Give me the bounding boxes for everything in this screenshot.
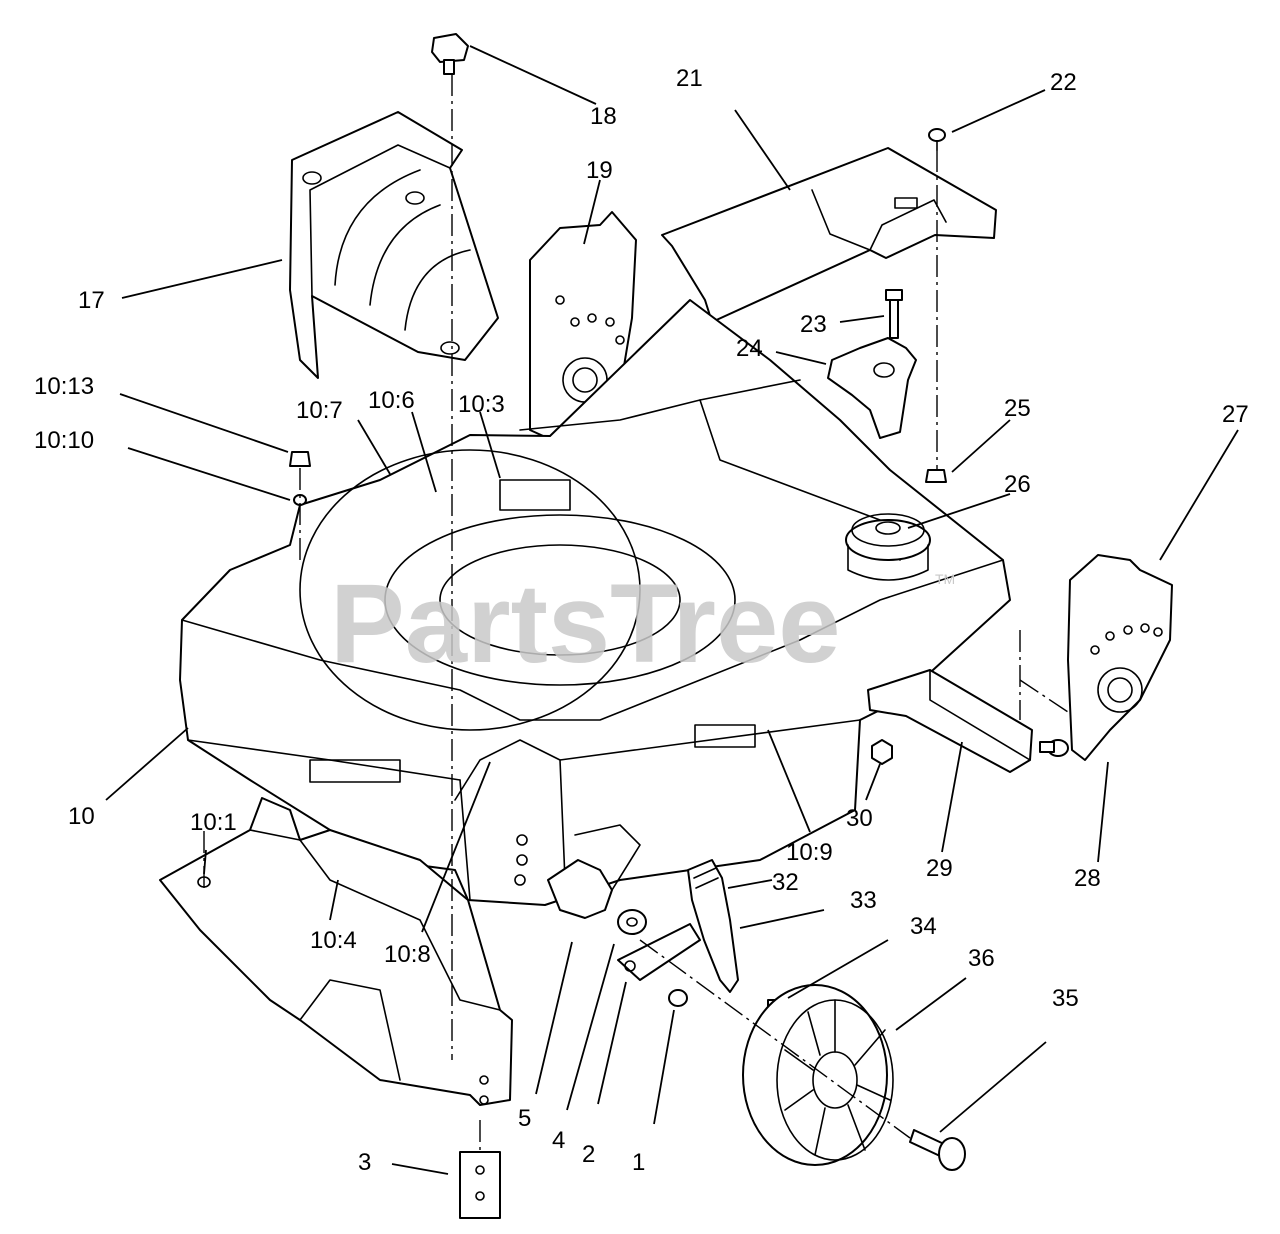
part-17-shield — [289, 111, 499, 379]
part-26-pulley — [845, 513, 931, 581]
callout-5: 5 — [518, 1105, 531, 1132]
part-30-nut — [871, 739, 893, 765]
part-22-bolt — [928, 128, 946, 151]
callout-labels: 18 21 22 19 17 23 24 10:13 10:7 10:6 10:… — [34, 65, 1249, 1176]
callout-24: 24 — [736, 335, 763, 362]
part-18-knob — [431, 33, 469, 75]
callout-34: 34 — [910, 913, 937, 940]
watermark-tm: TM — [935, 571, 955, 587]
callout-3: 3 — [358, 1149, 371, 1176]
part-23-bolt — [885, 289, 903, 339]
part-10-13-nut — [289, 451, 311, 467]
callout-29: 29 — [926, 855, 953, 882]
part-10-deck — [179, 299, 1011, 906]
part-3-plate — [459, 1151, 501, 1219]
part-27-height-plate-right — [1067, 554, 1173, 761]
part-29-axle-channel — [867, 669, 1033, 773]
callout-27: 27 — [1222, 401, 1249, 428]
part-5-lever — [547, 824, 641, 919]
callout-10-6: 10:6 — [368, 387, 415, 414]
callout-28: 28 — [1074, 865, 1101, 892]
centerline-wheel-axle — [639, 939, 911, 1139]
callout-10-8: 10:8 — [384, 941, 431, 968]
callout-10-3: 10:3 — [458, 391, 505, 418]
callout-30: 30 — [846, 805, 873, 832]
callout-36: 36 — [968, 945, 995, 972]
part-32-33-spring-lever — [687, 859, 739, 993]
callout-10-10: 10:10 — [34, 427, 94, 454]
callout-10: 10 — [68, 803, 95, 830]
part-24-bracket — [827, 337, 917, 439]
part-2-link — [617, 923, 701, 981]
part-1-washer — [668, 989, 688, 1007]
callout-23: 23 — [800, 311, 827, 338]
callout-10-13: 10:13 — [34, 373, 94, 400]
callout-26: 26 — [1004, 471, 1031, 498]
part-25-nut — [925, 469, 947, 483]
callout-10-1: 10:1 — [190, 809, 237, 836]
callout-25: 25 — [1004, 395, 1031, 422]
leader-lines — [105, 45, 1239, 1175]
callout-17: 17 — [78, 287, 105, 314]
callout-22: 22 — [1050, 69, 1077, 96]
part-28-bolt — [1039, 739, 1069, 757]
callout-1: 1 — [632, 1149, 645, 1176]
callout-10-4: 10:4 — [310, 927, 357, 954]
callout-32: 32 — [772, 869, 799, 896]
callout-2: 2 — [582, 1141, 595, 1168]
callout-21: 21 — [676, 65, 703, 92]
part-36-wheel — [742, 984, 894, 1166]
part-21-top-cover — [661, 147, 997, 323]
part-35-axle-bolt — [909, 1129, 966, 1171]
part-front-baffle — [159, 797, 513, 1106]
callout-18: 18 — [590, 103, 617, 130]
callout-33: 33 — [850, 887, 877, 914]
callout-10-7: 10:7 — [296, 397, 343, 424]
callout-4: 4 — [552, 1127, 565, 1154]
callout-10-9: 10:9 — [786, 839, 833, 866]
centerline-right-plate-2 — [1019, 679, 1069, 713]
watermark: PartsTree — [330, 561, 841, 686]
callout-19: 19 — [586, 157, 613, 184]
callout-35: 35 — [1052, 985, 1079, 1012]
part-4-washer — [617, 909, 647, 935]
